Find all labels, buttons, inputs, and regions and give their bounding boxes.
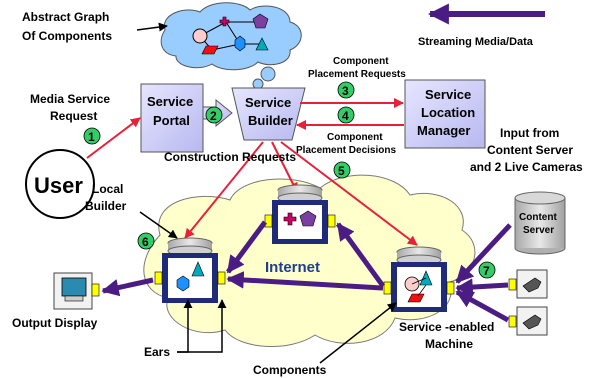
- slm-label-line3: Manager: [417, 123, 470, 138]
- camera-1-icon: [508, 269, 548, 299]
- step-7-badge: [478, 261, 496, 279]
- stream-camera1-to-machine: [455, 278, 509, 296]
- arrow-construct-local-builder: [184, 141, 264, 239]
- step-5-label: 5: [338, 164, 345, 178]
- ear-right-in: [383, 281, 392, 295]
- step-2-label: 2: [210, 109, 217, 123]
- arrow-construct-machine: [280, 141, 418, 246]
- service-portal-label-line2: Portal: [153, 113, 190, 128]
- step-7-label: 7: [483, 264, 490, 278]
- content-server-label-line1: Content: [519, 212, 557, 223]
- placement-requests-label-line1: Component: [333, 56, 389, 67]
- construction-requests-label: Construction Requests: [164, 150, 296, 164]
- input-label-line2: Content Server: [487, 143, 573, 157]
- local-builder-label-line1: Local: [92, 182, 123, 196]
- stream-machine-to-local: [226, 271, 384, 291]
- abstract-graph-thought-cloud: [160, 2, 302, 71]
- node-local-builder: [154, 237, 226, 303]
- stream-machine-to-middle: [335, 222, 386, 288]
- ear-right-out: [446, 281, 455, 295]
- output-display-label: Output Display: [12, 316, 98, 330]
- placement-requests-label-line2: Placement Requests: [308, 69, 406, 80]
- step-3-label: 3: [342, 84, 349, 98]
- camera-2-icon: [508, 306, 548, 336]
- slm-label-line1: Service: [425, 87, 471, 102]
- user-label: User: [34, 173, 83, 198]
- abstract-graph-pointer: [136, 22, 168, 32]
- legend-streaming-label: Streaming Media/Data: [418, 36, 534, 48]
- input-label-line3: and 2 Live Cameras: [470, 160, 583, 174]
- arrow-construct-middle-node: [271, 141, 298, 193]
- step-markers: 1 2 3 4 5 6 7: [83, 81, 496, 279]
- thought-bubble-1: [260, 66, 276, 82]
- content-server-label-line2: Server: [523, 225, 554, 236]
- stream-local-to-display: [101, 277, 154, 297]
- placement-decisions-label-line2: Placement Decisions: [296, 145, 396, 156]
- user-node: [25, 149, 95, 219]
- local-builder-pointer: [139, 211, 178, 239]
- media-request-label-line1: Media Service: [30, 92, 110, 106]
- step-1-badge: [83, 127, 101, 145]
- service-location-manager-box: [404, 79, 486, 149]
- output-display-icon: [53, 272, 100, 310]
- ears-pointer-right: [177, 299, 227, 353]
- stream-server-to-machine: [455, 223, 512, 284]
- node-service-enabled-machine: [383, 246, 455, 312]
- abstract-graph-components: [192, 13, 269, 55]
- step-3-badge: [337, 81, 355, 99]
- ears-label: Ears: [144, 345, 170, 359]
- step-6-label: 6: [142, 235, 149, 249]
- step-1-label: 1: [88, 130, 95, 144]
- step-2-badge: [205, 106, 223, 124]
- node-internet-middle: [264, 184, 336, 244]
- step-6-badge: [137, 232, 155, 250]
- service-portal-label-line1: Service: [147, 94, 193, 109]
- abstract-graph-label-line2: Of Components: [22, 29, 112, 43]
- media-request-label-line2: Request: [50, 109, 97, 123]
- slm-label-line2: Location: [421, 105, 475, 120]
- ear-middle-in: [264, 214, 273, 228]
- service-builder-box: [231, 87, 306, 141]
- abstract-graph-label-line1: Abstract Graph: [22, 10, 109, 24]
- local-builder-label-line2: Builder: [85, 199, 127, 213]
- machine-label-line1: Service -enabled: [399, 320, 494, 334]
- ear-left-out: [217, 271, 226, 285]
- service-builder-label-line2: Builder: [248, 113, 293, 128]
- control-flow-arrows: [86, 98, 418, 246]
- internet-label: Internet: [265, 259, 320, 276]
- service-builder-label-line1: Service: [245, 95, 291, 110]
- ear-middle-out: [327, 214, 336, 228]
- step-5-badge: [333, 161, 351, 179]
- placement-decisions-label-line1: Component: [327, 132, 383, 143]
- streaming-flow-arrows: [101, 220, 512, 323]
- ear-left-in: [154, 271, 163, 285]
- stream-camera2-to-machine: [455, 289, 510, 323]
- input-label-line1: Input from: [500, 126, 559, 140]
- components-label: Components: [253, 363, 327, 377]
- components-pointer: [319, 302, 397, 364]
- machine-label-line2: Machine: [425, 337, 473, 351]
- content-server: Content Server: [514, 191, 566, 255]
- arrow-user-to-portal: [86, 117, 141, 159]
- stream-middle-to-local: [225, 220, 268, 274]
- step-4-label: 4: [342, 109, 349, 123]
- step-4-badge: [337, 106, 355, 124]
